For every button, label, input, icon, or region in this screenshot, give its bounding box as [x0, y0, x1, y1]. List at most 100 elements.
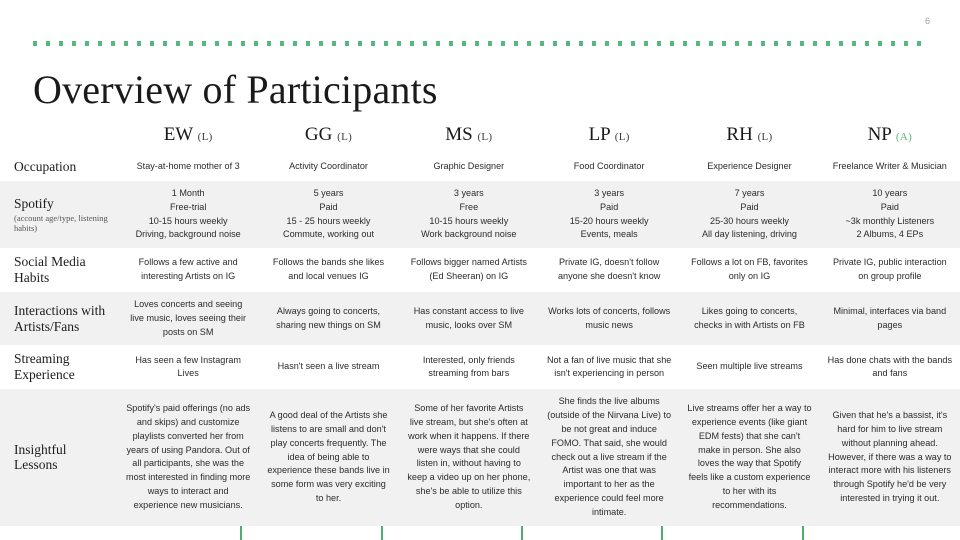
cell-line: Loves concerts and seeing live music, lo…: [130, 299, 247, 337]
table-cell: Always going to concerts, sharing new th…: [258, 292, 399, 346]
table-cell: Has constant access to live music, looks…: [398, 292, 539, 346]
cell-line: Food Coordinator: [573, 161, 645, 172]
cell-line: 3 years: [453, 187, 484, 198]
cell-line: Free: [459, 201, 479, 212]
participant-header-np: NP (A): [820, 124, 960, 153]
page-title: Overview of Participants: [33, 67, 438, 112]
table-cell: Private IG, doesn't follow anyone she do…: [538, 248, 680, 293]
table-row: Social Media Habits Follows a few active …: [0, 248, 960, 293]
cell-line: Follows bigger named Artists (Ed Sheeran…: [410, 257, 527, 282]
cell-line: Likes going to concerts, checks in with …: [694, 305, 805, 330]
cell-line: Paid: [740, 201, 759, 212]
cell-line: Events, meals: [580, 229, 638, 240]
row-label-social-media-habits: Social Media Habits: [0, 248, 118, 293]
table-cell: Minimal, interfaces via band pages: [819, 292, 960, 346]
participant-code: RH (L): [726, 124, 773, 145]
cell-line: All day listening, driving: [701, 229, 797, 240]
cell-line: Minimal, interfaces via band pages: [833, 305, 947, 330]
cell-line: Spotify's paid offerings (no ads and ski…: [126, 403, 251, 510]
cell-line: Stay-at-home mother of 3: [136, 161, 240, 172]
cell-line: Paid: [880, 201, 899, 212]
participants-table: EW (L) GG (L) MS (L) LP (L) RH (L) NP (A) Occu…: [0, 124, 960, 526]
row-label-occupation: Occupation: [0, 153, 118, 181]
cell-line: Driving, background noise: [135, 229, 241, 240]
row-label-interactions-with-artists-fans: Interactions with Artists/Fans: [0, 292, 118, 346]
table-cell: Freelance Writer & Musician: [819, 153, 960, 181]
table-cell: She finds the live albums (outside of th…: [538, 389, 680, 526]
table-cell: Experience Designer: [679, 153, 820, 181]
cell-line: Given that he's a bassist, it's hard for…: [828, 410, 952, 503]
cell-line: 10-15 hours weekly: [148, 215, 228, 226]
participant-code: LP (L): [588, 124, 630, 145]
cell-line: She finds the live albums (outside of th…: [547, 396, 672, 517]
cell-line: ~3k monthly Listeners: [845, 215, 935, 226]
row-label-subtitle: (account age/type, listening habits): [14, 212, 108, 233]
cell-line: 15-20 hours weekly: [569, 215, 649, 226]
table-cell: Seen multiple live streams: [679, 345, 820, 390]
table-cell: Not a fan of live music that she isn't e…: [538, 345, 680, 390]
cell-line: 15 - 25 hours weekly: [286, 215, 371, 226]
cell-line: Follows a lot on FB, favorites only on I…: [691, 257, 808, 282]
table-cell: Activity Coordinator: [258, 153, 399, 181]
table-cell: Loves concerts and seeing live music, lo…: [118, 292, 259, 346]
table-cell: Hasn't seen a live stream: [258, 345, 399, 390]
table-body: EW (L) GG (L) MS (L) LP (L) RH (L) NP (A) Occu…: [0, 124, 960, 526]
participant-header-ms: MS (L): [399, 124, 539, 153]
cell-line: 1 Month: [171, 187, 205, 198]
cell-line: Seen multiple live streams: [696, 361, 803, 372]
cell-line: Follows a few active and interesting Art…: [138, 257, 238, 282]
cell-line: Interested, only friends streaming from …: [422, 354, 515, 379]
cell-line: 10 years: [872, 187, 908, 198]
header-corner-spacer: [0, 124, 118, 153]
table-cell: Has done chats with the bands and fans: [819, 345, 960, 390]
table-cell: Given that he's a bassist, it's hard for…: [819, 389, 960, 526]
table-cell: Private IG, public interaction on group …: [819, 248, 960, 293]
participant-code: MS (L): [445, 124, 493, 145]
participant-code: EW (L): [163, 124, 213, 145]
participant-header-ew: EW (L): [118, 124, 258, 153]
cell-line: Works lots of concerts, follows music ne…: [548, 305, 671, 330]
table-cell: Food Coordinator: [538, 153, 680, 181]
cell-line: Commute, working out: [283, 229, 374, 240]
cell-line: Activity Coordinator: [289, 161, 368, 172]
table-row: Spotify(account age/type, listening habi…: [0, 180, 960, 249]
cell-line: 5 years: [313, 187, 344, 198]
cell-line: Live streams offer her a way to experien…: [687, 403, 812, 510]
participant-header-lp: LP (L): [539, 124, 679, 153]
cell-line: Experience Designer: [707, 161, 792, 172]
table-cell: Stay-at-home mother of 3: [118, 153, 259, 181]
table-cell: Works lots of concerts, follows music ne…: [538, 292, 680, 346]
participant-code: NP (A): [867, 124, 913, 145]
participant-type-tag: (L): [614, 131, 630, 143]
row-label-streaming-experience: Streaming Experience: [0, 345, 118, 390]
participant-header-gg: GG (L): [258, 124, 398, 153]
cell-line: A good deal of the Artists she listens t…: [267, 410, 390, 503]
participant-type-tag: (L): [477, 131, 493, 143]
cell-line: Freelance Writer & Musician: [832, 161, 947, 172]
cell-line: 3 years: [594, 187, 625, 198]
table-cell: Spotify's paid offerings (no ads and ski…: [118, 389, 259, 526]
cell-line: Work background noise: [421, 229, 517, 240]
cell-line: Hasn't seen a live stream: [277, 361, 380, 372]
table-cell: Likes going to concerts, checks in with …: [679, 292, 820, 346]
cell-line: Follows the bands she likes and local ve…: [272, 257, 385, 282]
participant-type-tag: (L): [337, 131, 353, 143]
cell-line: Some of her favorite Artists live stream…: [407, 403, 531, 510]
table-cell: Live streams offer her a way to experien…: [679, 389, 820, 526]
cell-line: Has done chats with the bands and fans: [827, 354, 953, 379]
cell-line: Has constant access to live music, looks…: [413, 305, 524, 330]
cell-line: Graphic Designer: [433, 161, 505, 172]
participant-code: GG (L): [304, 124, 353, 145]
dotted-divider: [33, 41, 928, 46]
table-cell: Follows the bands she likes and local ve…: [258, 248, 399, 293]
participant-header-rh: RH (L): [679, 124, 819, 153]
participant-type-tag: (L): [757, 131, 773, 143]
